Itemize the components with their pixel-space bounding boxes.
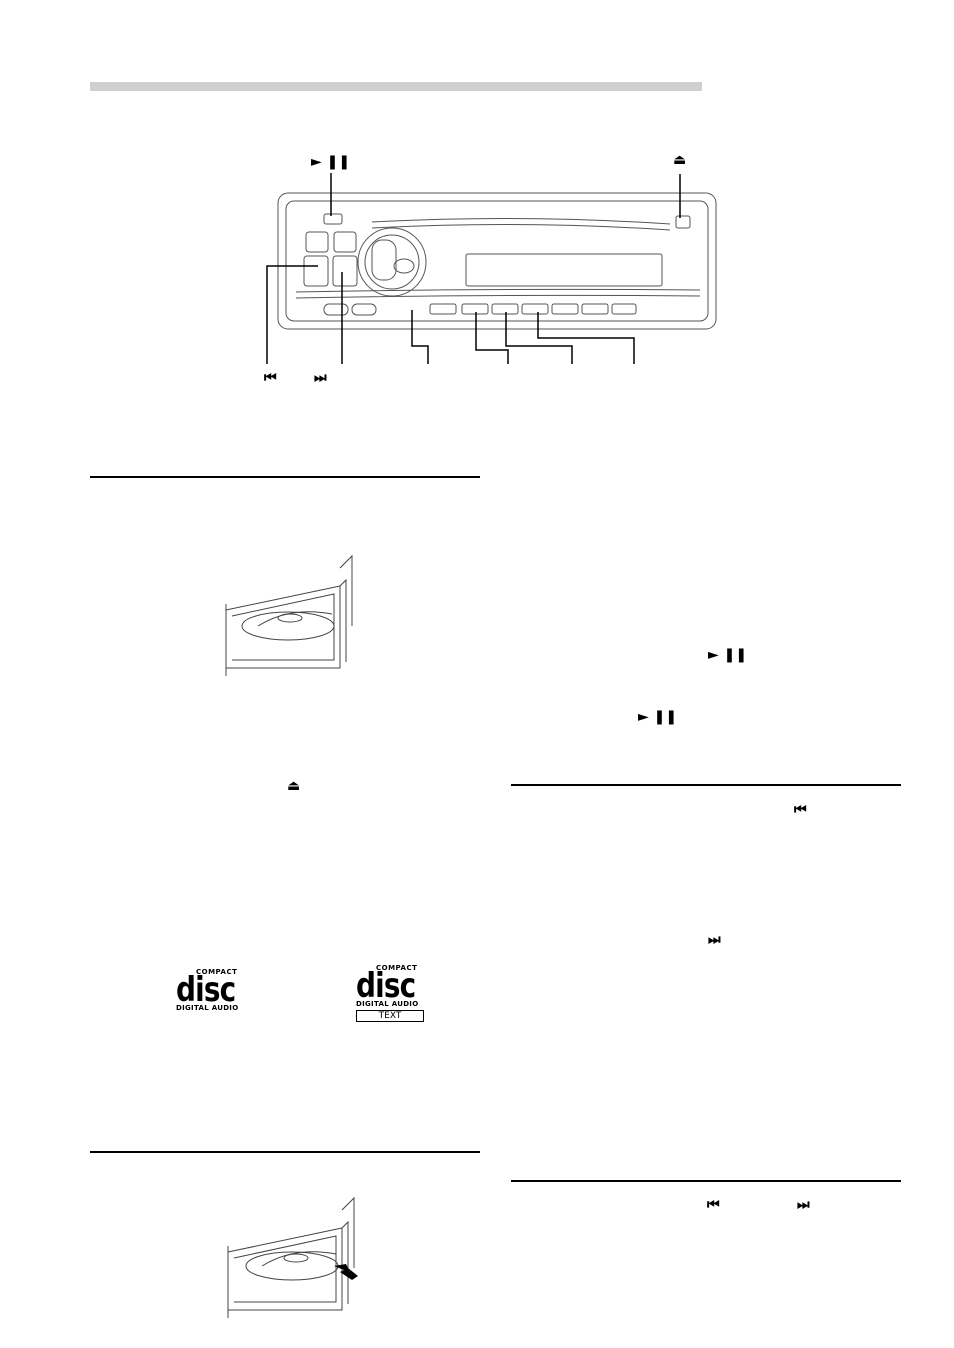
section-rule [90,476,480,478]
cd-text-label: TEXT [356,1010,424,1022]
next-track-icon: ⏭ [708,932,721,948]
section-rule [90,1151,480,1153]
play-pause-icon: ► ❚❚ [708,647,748,663]
eject-icon: ⏏ [287,778,301,794]
section-rule [511,1180,901,1182]
eject-icon: ⏏ [673,152,687,168]
compact-disc-logo: COMPACT disc DIGITAL AUDIO [176,968,239,1012]
next-track-icon: ⏭ [314,370,327,386]
compact-disc-text-logo: COMPACT disc DIGITAL AUDIO TEXT [356,964,428,1022]
prev-track-icon: ⏮ [794,802,807,818]
head-unit-front-panel [266,173,717,364]
header-bar [90,82,702,91]
prev-track-icon: ⏮ [264,370,277,386]
insert-arrow-icon [334,1264,358,1280]
prev-track-icon: ⏮ [707,1197,720,1213]
next-track-icon: ⏭ [797,1197,810,1213]
play-pause-icon: ► ❚❚ [638,709,678,725]
play-pause-icon: ► ❚❚ [311,154,351,170]
section-rule [511,784,901,786]
